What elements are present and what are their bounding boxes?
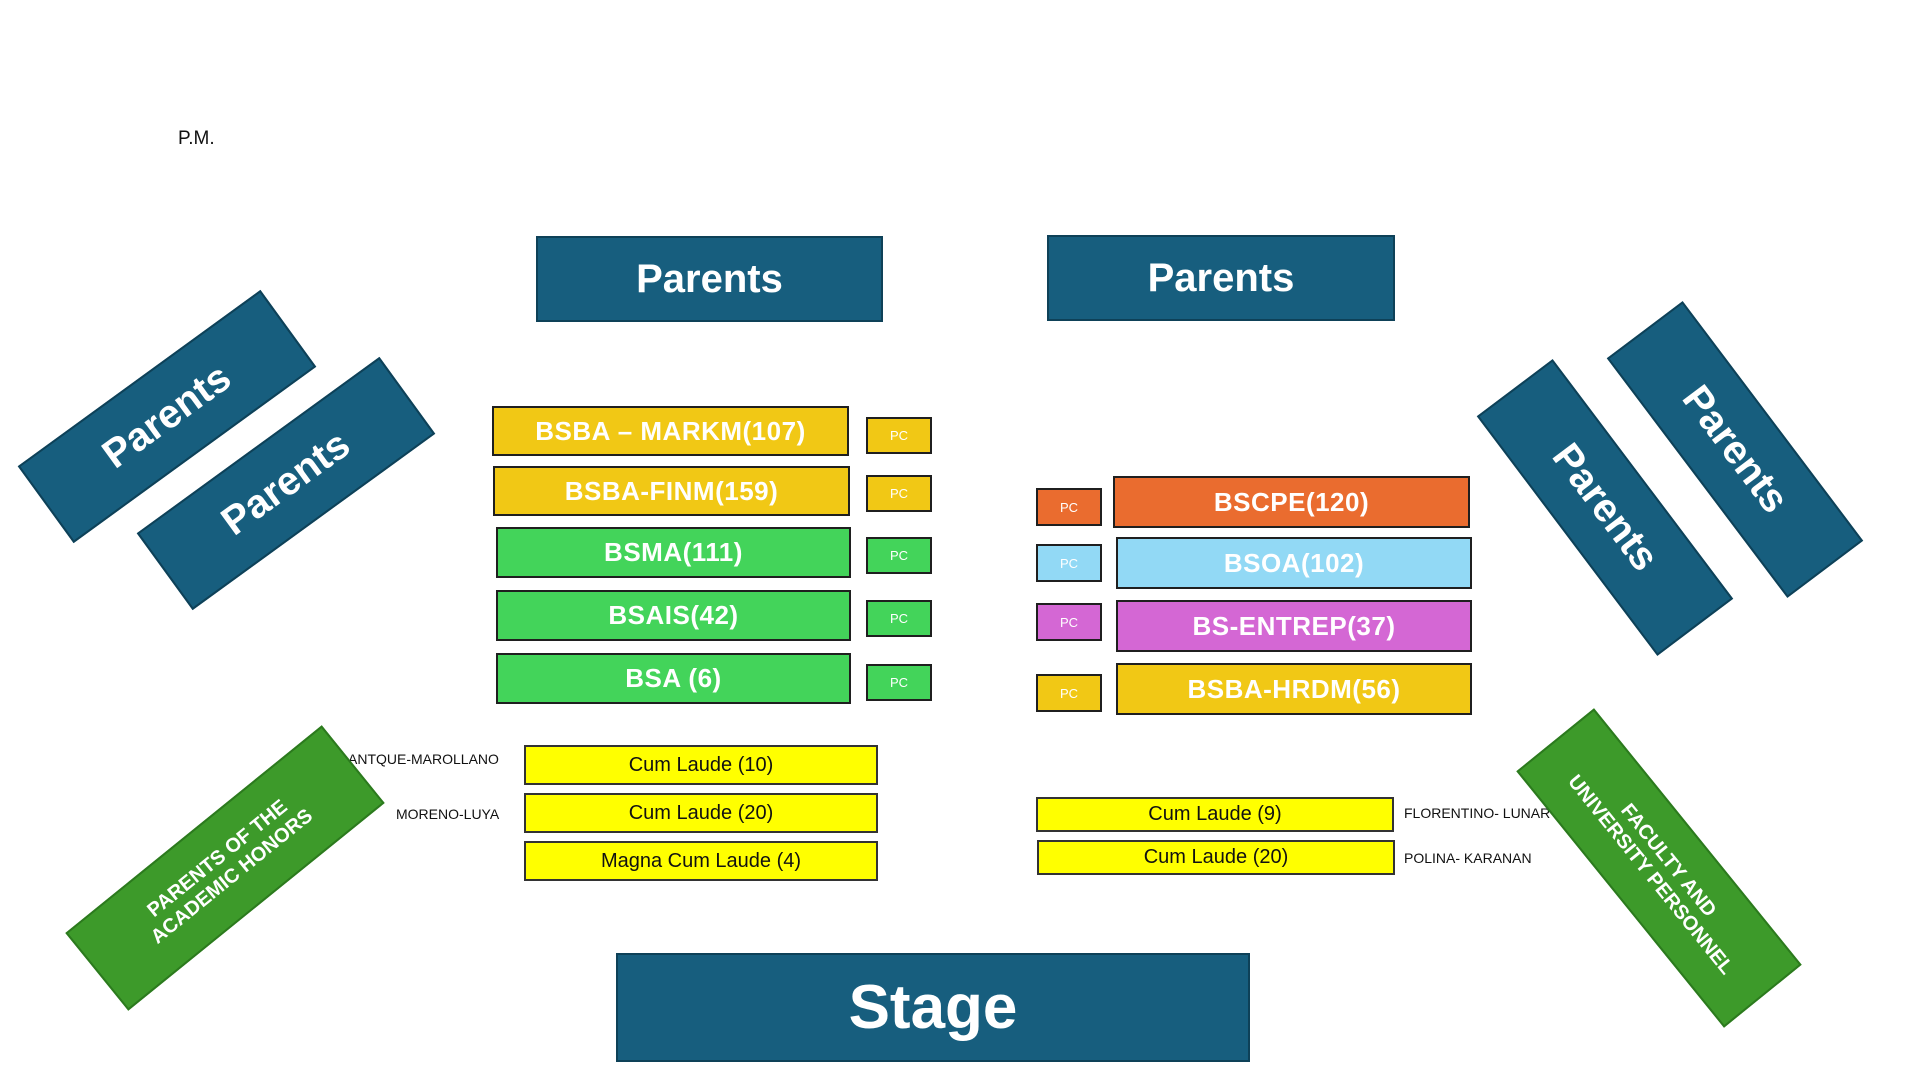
pc-box-left-1: PC — [866, 417, 932, 454]
pc-box-right-1: PC — [1036, 488, 1102, 526]
pc-box-right-4: PC — [1036, 674, 1102, 712]
stage-block: Stage — [616, 953, 1250, 1062]
faculty-name-right-1: FLORENTINO- LUNAR — [1404, 805, 1551, 821]
faculty-name-left-2: MORENO-LUYA — [396, 806, 500, 822]
honors-block-right-1: Cum Laude (9) — [1036, 797, 1394, 832]
pc-box-right-2: PC — [1036, 544, 1102, 582]
honors-block-right-2: Cum Laude (20) — [1037, 840, 1395, 875]
pc-label: PC — [1059, 685, 1079, 701]
seat-label: BSBA-FINM(159) — [564, 475, 779, 506]
faculty-and-personnel-block: FACULTY AND UNIVERSITY PERSONNEL — [1516, 708, 1802, 1028]
seat-block-bsba-markm: BSBA – MARKM(107) — [492, 406, 849, 456]
seat-block-bsais: BSAIS(42) — [496, 590, 851, 641]
pc-label: PC — [889, 611, 909, 626]
seat-label: BSOA(102) — [1223, 547, 1365, 578]
parents-block-top-left: Parents — [536, 236, 883, 322]
seat-label: BSBA-HRDM(56) — [1187, 673, 1401, 704]
pc-box-left-4: PC — [866, 600, 932, 637]
honors-label: Cum Laude (9) — [1148, 803, 1282, 825]
parents-label: Parents — [1543, 435, 1668, 580]
pc-label: PC — [1059, 555, 1079, 571]
honors-label: Cum Laude (20) — [1143, 846, 1289, 868]
honors-label: Cum Laude (20) — [628, 801, 774, 824]
pc-box-left-2: PC — [866, 475, 932, 512]
seat-block-bsma: BSMA(111) — [496, 527, 851, 578]
parents-label: Parents — [636, 256, 783, 301]
pc-label: PC — [889, 675, 909, 690]
stage-label: Stage — [848, 973, 1018, 1042]
pc-box-right-3: PC — [1036, 603, 1102, 641]
parents-block-top-right: Parents — [1047, 235, 1395, 321]
honors-block-left-1: Cum Laude (10) — [524, 745, 878, 785]
seat-label: BSA (6) — [625, 663, 722, 693]
seat-block-bsoa: BSOA(102) — [1116, 537, 1472, 589]
pc-label: PC — [1059, 499, 1079, 515]
parents-of-academic-honors-label: PARENTS OF THE ACADEMIC HONORS — [143, 795, 317, 949]
seat-label: BSBA – MARKM(107) — [535, 415, 806, 446]
pc-box-left-5: PC — [866, 664, 932, 701]
seat-label: BSCPE(120) — [1213, 486, 1370, 517]
seat-label: BS-ENTREP(37) — [1192, 610, 1396, 641]
pc-label: PC — [889, 486, 909, 501]
seat-label: BSMA(111) — [604, 537, 743, 567]
pc-box-left-3: PC — [866, 537, 932, 574]
seat-block-bscpe: BSCPE(120) — [1113, 476, 1470, 528]
faculty-name-left-1: ANTQUE-MAROLLANO — [348, 751, 499, 767]
parents-label: Parents — [1673, 377, 1798, 522]
seat-block-bsba-hrdm: BSBA-HRDM(56) — [1116, 663, 1472, 715]
seat-block-bs-entrep: BS-ENTREP(37) — [1116, 600, 1472, 652]
parents-label: Parents — [94, 355, 239, 478]
faculty-name-right-2: POLINA- KARANAN — [1404, 850, 1532, 866]
honors-label: Cum Laude (10) — [628, 753, 774, 776]
pc-label: PC — [889, 428, 909, 443]
pc-label: PC — [889, 548, 909, 563]
seat-block-bsa: BSA (6) — [496, 653, 851, 704]
parents-label: Parents — [213, 422, 358, 545]
honors-label: Magna Cum Laude (4) — [600, 849, 802, 872]
seat-label: BSAIS(42) — [608, 600, 739, 630]
pc-label: PC — [1059, 614, 1079, 630]
session-label: P.M. — [178, 128, 215, 149]
honors-block-left-2: Cum Laude (20) — [524, 793, 878, 833]
seat-block-bsba-finm: BSBA-FINM(159) — [493, 466, 850, 516]
honors-block-left-3: Magna Cum Laude (4) — [524, 841, 878, 881]
parents-of-academic-honors-block: PARENTS OF THE ACADEMIC HONORS — [65, 725, 385, 1011]
parents-label: Parents — [1147, 255, 1295, 300]
faculty-and-personnel-label: FACULTY AND UNIVERSITY PERSONNEL — [1563, 770, 1738, 979]
